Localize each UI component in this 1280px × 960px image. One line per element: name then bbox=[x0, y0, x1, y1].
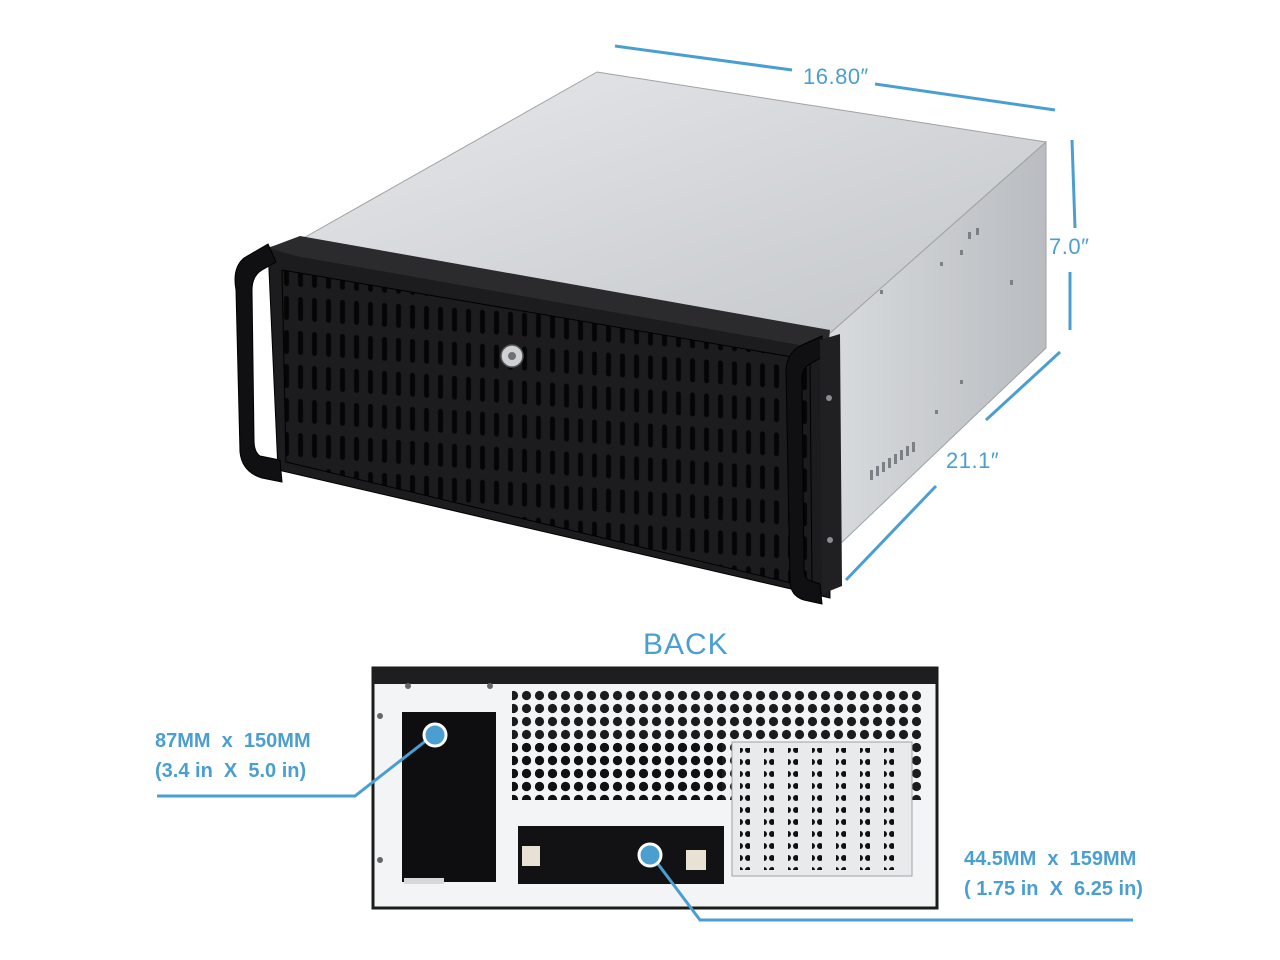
drive-size-metric: 44.5MM x 159MM bbox=[964, 848, 1137, 870]
depth-dimension-label: 21.1″ bbox=[946, 448, 1000, 473]
back-panel-view bbox=[371, 666, 939, 910]
psu-callout-leader bbox=[157, 734, 433, 798]
width-dim-line-left bbox=[614, 44, 793, 72]
psu-callout-dot bbox=[422, 722, 448, 748]
callout-leaders bbox=[157, 734, 1133, 922]
width-dimension-label: 16.80″ bbox=[803, 64, 869, 89]
width-dim-line-right bbox=[874, 82, 1056, 112]
depth-dim-line-bottom bbox=[844, 484, 938, 582]
dimension-lines bbox=[614, 44, 1077, 582]
back-view-title: BACK bbox=[643, 628, 729, 661]
psu-opening bbox=[402, 712, 496, 882]
right-rack-handle bbox=[785, 335, 825, 605]
psu-size-callout: 87MM x 150MM (3.4 in X 5.0 in) bbox=[155, 726, 311, 786]
height-dim-line-top bbox=[1070, 139, 1077, 229]
chassis-3d-view bbox=[234, 71, 1048, 605]
depth-dim-line-top bbox=[984, 350, 1062, 422]
drive-callout-leader bbox=[650, 855, 1133, 922]
psu-size-imperial: (3.4 in X 5.0 in) bbox=[155, 760, 307, 782]
left-rack-handle bbox=[234, 243, 283, 483]
psu-size-metric: 87MM x 150MM bbox=[155, 730, 311, 752]
height-dimension-label: 7.0″ bbox=[1049, 234, 1090, 259]
drive-size-imperial: ( 1.75 in X 6.25 in) bbox=[964, 878, 1143, 900]
drive-callout-dot bbox=[637, 842, 663, 868]
drive-size-callout: 44.5MM x 159MM ( 1.75 in X 6.25 in) bbox=[964, 844, 1143, 904]
expansion-slots bbox=[740, 748, 894, 870]
